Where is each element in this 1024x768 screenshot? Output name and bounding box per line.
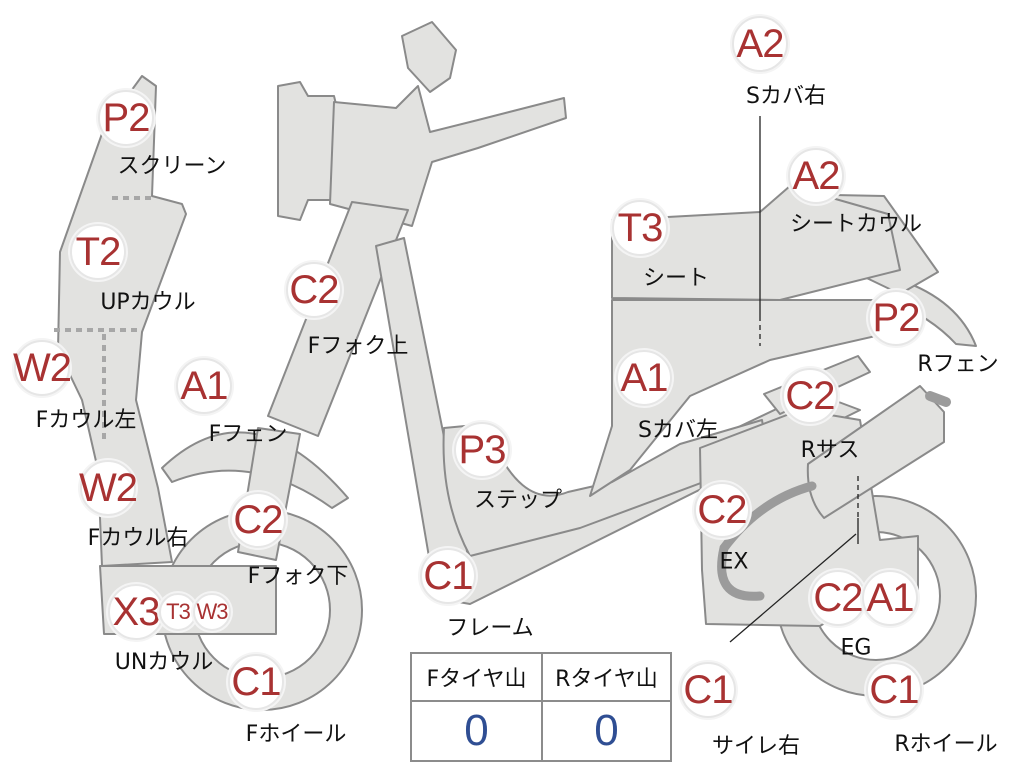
part-code-badge[interactable]: T2 [70,224,126,280]
part-label-frame: フレーム [446,616,534,641]
part-label-f-cowl-left: Fカウル左 [35,408,137,433]
part-label-step: ステップ [473,488,563,513]
part-label-f-wheel: Fホイール [245,722,347,747]
part-code-badge[interactable]: T3 [612,200,668,256]
part-code-badge[interactable]: W3 [193,593,231,631]
leader-line [729,533,857,643]
part-label-up-cowl: UPカウル [100,290,196,315]
part-label-f-cowl-right: Fカウル右 [87,526,189,551]
part-code-badge[interactable]: W2 [13,340,72,396]
front-cowl-shape [57,75,187,567]
tire-tread-table: Fタイヤ山 Rタイヤ山 0 0 [410,652,672,762]
part-code-badge[interactable]: P3 [454,422,510,478]
seat-shape [611,185,901,301]
part-code-badge[interactable]: C2 [810,570,866,626]
part-label-seat-cowl: シートカウル [789,212,923,237]
front-fork-upper-shape [267,201,409,437]
part-code-badge[interactable]: A1 [176,358,232,414]
part-code-badge[interactable]: T3 [159,593,197,631]
part-code-badge[interactable]: A1 [862,570,918,626]
part-code-badge[interactable]: X3 [108,584,164,640]
part-label-side-cover-left: Sカバ左 [638,418,718,443]
rear-tire-value[interactable]: 0 [594,706,619,755]
part-code-badge[interactable]: W2 [79,460,138,516]
part-label-seat: シート [642,266,710,291]
part-code-badge[interactable]: P2 [98,90,154,146]
part-code-badge[interactable]: C1 [228,654,284,710]
part-label-silencer-right: サイレ右 [711,734,801,759]
part-label-r-suspension: Rサス [800,438,860,463]
part-code-badge[interactable]: C2 [230,492,286,548]
part-code-badge[interactable]: A2 [788,148,844,204]
part-label-f-fork-lower: Fフォク下 [247,564,349,589]
part-label-exhaust: EX [719,549,749,575]
part-code-badge[interactable]: C2 [782,368,838,424]
part-label-f-fender: Fフェン [208,422,288,447]
exhaust-pipe [717,481,817,601]
part-code-badge[interactable]: C1 [866,662,922,718]
part-code-badge[interactable]: C1 [420,548,476,604]
muffler-shape [806,385,945,519]
front-tire-header: Fタイヤ山 [412,654,543,702]
part-label-f-fork-upper: Fフォク上 [307,334,409,359]
rear-tire-header: Rタイヤ山 [543,654,670,702]
part-label-r-wheel: Rホイール [894,732,998,757]
mirror-shape [401,21,457,93]
part-code-badge[interactable]: A2 [732,16,788,72]
front-tire-value[interactable]: 0 [412,702,543,760]
part-label-screen: スクリーン [117,154,227,179]
part-label-side-cover-right: Sカバ右 [746,84,826,109]
part-code-badge[interactable]: C2 [694,482,750,538]
part-code-badge[interactable]: C2 [286,262,342,318]
part-label-r-fender: Rフェン [917,352,999,377]
part-code-badge[interactable]: P2 [868,290,924,346]
part-code-badge[interactable]: C1 [680,662,736,718]
part-label-engine: EG [840,635,872,661]
part-code-badge[interactable]: A1 [616,350,672,406]
step-shape [442,419,769,557]
part-label-under-cowl: UNカウル [114,650,214,675]
muffler-tip [925,391,951,407]
